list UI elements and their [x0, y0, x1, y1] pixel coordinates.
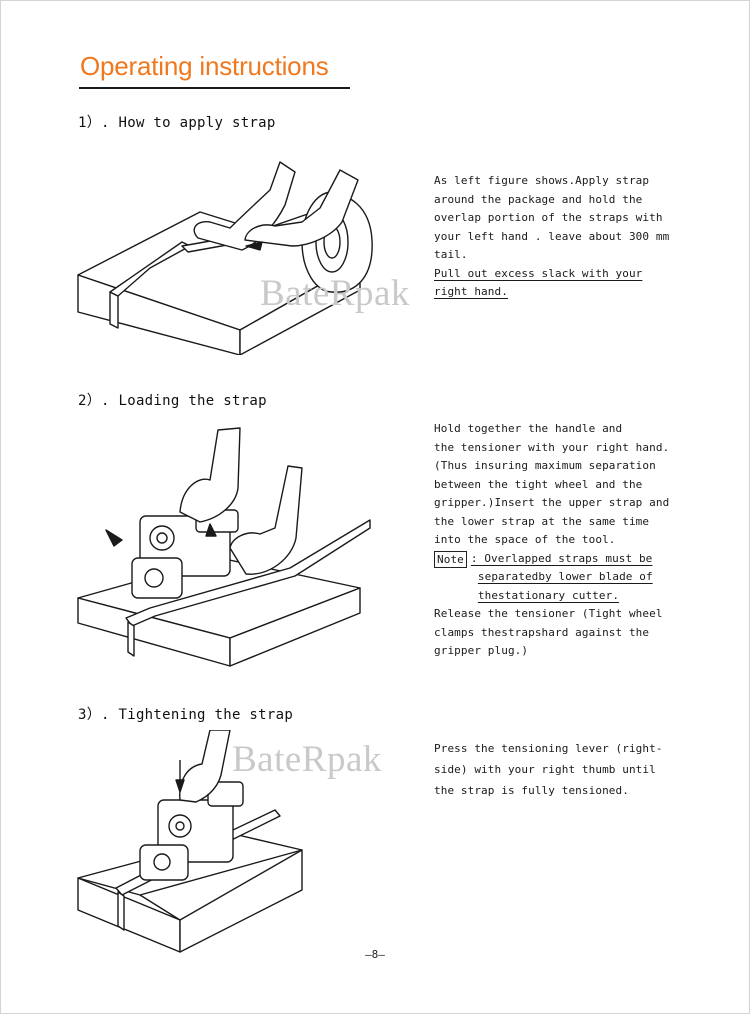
note-line: thestationary cutter. [477, 588, 620, 602]
note-line: : Overlapped straps must be [470, 551, 653, 565]
section-2-line: into the space of the tool. [434, 533, 616, 546]
section-1-line: overlap portion of the straps with [434, 211, 663, 224]
watermark-1: BateRpak [260, 273, 410, 314]
section-2-line: (Thus insuring maximum separation [434, 459, 656, 472]
section-2-line: clamps thestrapshard against the [434, 625, 650, 639]
note-block: Note : Overlapped straps must be separat… [434, 550, 704, 606]
section-1-line: your left hand . leave about 300 mm [434, 229, 670, 243]
page-title: Operating instructions [80, 51, 329, 81]
section-2-line: the tensioner with your right hand. [434, 440, 670, 454]
section-1-line: right hand. [434, 285, 508, 298]
page-number: —8— [365, 948, 385, 961]
section-3-line: Press the tensioning lever (right- [434, 742, 663, 755]
section-1-text: As left figure shows.Apply strap around … [434, 172, 704, 302]
section-2-line: Release the tensioner (Tight wheel [434, 607, 663, 620]
apply-strap-illustration [77, 161, 373, 355]
note-line: separatedby lower blade of [477, 570, 653, 583]
section-1-heading: 1）. How to apply strap [78, 115, 276, 131]
section-3-line: side) with your right thumb until [434, 763, 656, 776]
section-3-text: Press the tensioning lever (right- side)… [434, 738, 704, 801]
note-text: : Overlapped straps must be separatedby … [471, 550, 653, 606]
loading-strap-illustration [77, 427, 371, 667]
section-2-line: between the tight wheel and the [434, 477, 643, 491]
section-2-heading: 2）. Loading the strap [78, 393, 267, 409]
title-underline [79, 87, 350, 89]
section-1-line: As left figure shows.Apply strap [434, 174, 650, 187]
section-1-line: tail. [434, 248, 468, 261]
section-3-line: the strap is fully tensioned. [434, 784, 629, 797]
note-label: Note [434, 550, 467, 568]
section-2-text: Hold together the handle and the tension… [434, 420, 704, 661]
section-1-line: around the package and hold the [434, 192, 643, 206]
section-2-line: Hold together the handle and [434, 422, 623, 435]
section-2-line: the lower strap at the same time [434, 514, 650, 528]
section-2-line: gripper.)Insert the upper strap and [434, 496, 670, 509]
section-1-line: Pull out excess slack with your [434, 266, 643, 280]
tightening-strap-illustration [77, 730, 303, 953]
section-3-heading: 3）. Tightening the strap [78, 707, 294, 723]
watermark-2: BateRpak [232, 739, 382, 780]
section-2-line: gripper plug.) [434, 644, 529, 657]
